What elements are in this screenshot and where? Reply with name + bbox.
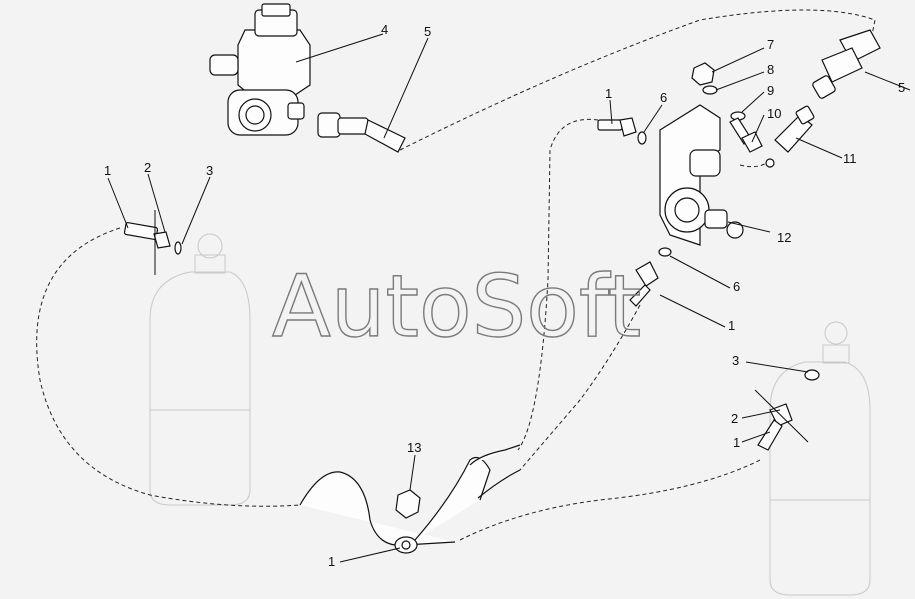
callout-1-left: 1: [104, 163, 111, 178]
hose-end-part-1-mid: [629, 261, 659, 307]
callout-13: 13: [407, 440, 421, 455]
hose-end-part-1-top: [597, 117, 637, 137]
tee-manifold: [299, 444, 521, 546]
callout-2-right: 2: [731, 411, 738, 426]
fitting-part-11: [765, 105, 815, 168]
right-gas-cylinder: [769, 321, 871, 596]
callout-5-right: 5: [898, 80, 905, 95]
callout-1-mid: 1: [728, 318, 735, 333]
washer-part-3-left: [174, 241, 182, 255]
callout-12: 12: [777, 230, 791, 245]
callout-4: 4: [381, 22, 388, 37]
watermark: AutoSoft: [272, 257, 641, 357]
washer-part-6-top: [637, 131, 647, 145]
washer-part-8: [702, 85, 718, 95]
callout-1-right: 1: [733, 435, 740, 450]
callout-9: 9: [767, 83, 774, 98]
left-gas-cylinder: [149, 233, 251, 506]
plug-part-13: [395, 489, 421, 519]
callout-3-right: 3: [732, 353, 739, 368]
bolt-part-10: [729, 117, 763, 153]
washer-part-3-right: [804, 369, 820, 381]
hose-connector-part-5-right: [812, 29, 881, 99]
callout-2-left: 2: [144, 160, 151, 175]
callout-8: 8: [767, 62, 774, 77]
fitting-part-1-bottom: [394, 536, 418, 554]
callout-7: 7: [767, 37, 774, 52]
washer-part-6-mid: [658, 247, 672, 257]
callout-1-bottom: 1: [328, 554, 335, 569]
bracket-assembly-part-12: [659, 104, 744, 246]
callout-5-left: 5: [424, 24, 431, 39]
callout-1-top: 1: [605, 86, 612, 101]
callout-6-mid: 6: [733, 279, 740, 294]
hose-lines: [36, 9, 876, 541]
leader-lines: [107, 33, 911, 563]
callout-11: 11: [843, 151, 857, 166]
callout-10: 10: [767, 106, 781, 121]
hose-end-part-1-left: [123, 222, 171, 249]
regulator-part-4: [209, 3, 311, 136]
callout-3-left: 3: [206, 163, 213, 178]
nut-part-7: [691, 62, 715, 86]
callout-labels: 4 5 5 1 2 3 1 6 7 8 9 10 11 12 6 1 3 2 1…: [104, 22, 905, 569]
callout-6-top: 6: [660, 90, 667, 105]
